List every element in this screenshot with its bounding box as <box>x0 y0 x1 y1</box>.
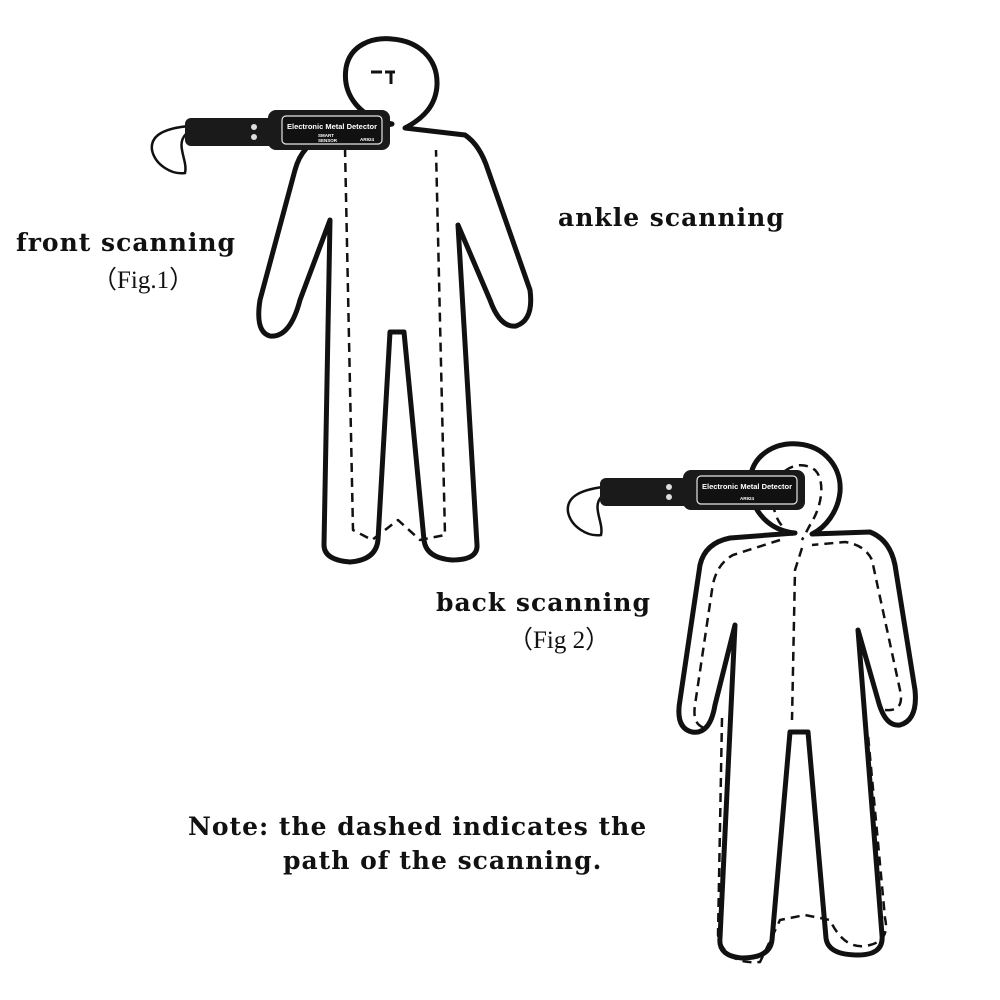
figure-2-back-person <box>676 441 918 964</box>
ankle-scanning-label: ankle scanning <box>558 203 785 232</box>
back-head-scan-path <box>771 464 823 541</box>
detector-2: Electronic Metal Detector AR924 <box>566 470 805 537</box>
back-scanning-label: back scanning <box>436 588 651 617</box>
detector-2-button-2 <box>666 494 672 500</box>
fig-1-label: （Fig.1） <box>92 267 195 294</box>
detector-1-button-1 <box>251 124 257 130</box>
detector-1-strap <box>150 124 191 175</box>
detector-2-strap <box>566 485 604 537</box>
detector-1-brand-1: SMART <box>318 133 334 138</box>
detector-2-model: AR924 <box>740 496 755 501</box>
front-person-outline <box>256 36 534 565</box>
note-line-2: path of the scanning. <box>283 846 603 875</box>
detector-1-model: AR924 <box>360 137 375 142</box>
detector-1: Electronic Metal Detector SMART SENSOR A… <box>150 110 390 175</box>
detector-1-title: Electronic Metal Detector <box>287 122 377 131</box>
figure-1-front-person <box>256 36 534 565</box>
detector-1-panel <box>281 115 383 145</box>
detector-2-button-1 <box>666 484 672 490</box>
front-scan-path <box>343 147 447 542</box>
fig-2-label: （Fig 2） <box>508 627 611 654</box>
detector-1-handle <box>185 118 280 146</box>
detector-2-handle <box>600 478 695 506</box>
detector-2-title: Electronic Metal Detector <box>702 482 792 491</box>
back-outer-scan-path <box>693 538 903 964</box>
front-scanning-label: front scanning <box>16 228 237 257</box>
detector-1-brand-2: SENSOR <box>318 138 338 143</box>
note-line-1: Note: the dashed indicates the <box>188 812 648 841</box>
back-person-outline <box>676 441 918 961</box>
front-person-face-mark <box>371 70 395 84</box>
detector-2-panel <box>696 475 798 505</box>
detector-1-button-2 <box>251 134 257 140</box>
back-inner-scan-path <box>790 547 804 721</box>
